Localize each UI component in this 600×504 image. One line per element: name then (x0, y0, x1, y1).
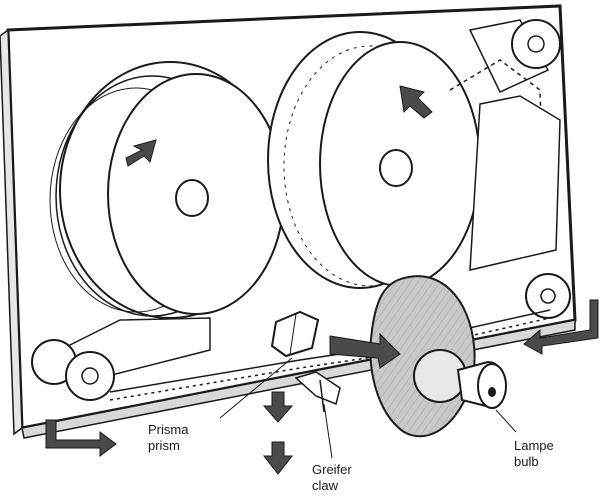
claw-label: Greifer claw (312, 462, 352, 494)
prism-label: Prisma prism (148, 422, 188, 454)
film-direction-arrow-bottom-left (45, 419, 117, 457)
prism-leader-line (219, 357, 293, 419)
prism-label-german: Prisma (148, 422, 189, 437)
left-reel-rotation-arrow (125, 139, 157, 167)
claw-label-german: Greifer (312, 462, 352, 477)
right-reel-rotation-arrow (399, 85, 433, 119)
film-direction-arrow-right (523, 299, 599, 355)
bulb-label-german: Lampe (514, 438, 554, 453)
light-beam-arrow (329, 332, 401, 369)
top-right-roller (449, 19, 561, 251)
bulb-label: Lampe bulb (514, 438, 554, 470)
light-bulb-icon (369, 275, 507, 438)
prism-label-english: prism (148, 438, 180, 453)
left-film-reel (49, 61, 285, 319)
bottom-right-roller (525, 273, 571, 319)
downward-arrow-upper (262, 391, 294, 423)
bulb-label-english: bulb (514, 454, 539, 469)
downward-arrow-lower (262, 441, 294, 475)
bulb-leader-line (495, 409, 517, 433)
claw-leader-line (323, 403, 333, 459)
right-housing (469, 95, 561, 271)
bottom-left-roller (31, 317, 211, 401)
leader-lines (219, 357, 517, 459)
claw-icon (294, 371, 341, 413)
right-film-reel (267, 31, 481, 289)
prism-icon (270, 310, 320, 358)
claw-label-english: claw (312, 478, 339, 493)
